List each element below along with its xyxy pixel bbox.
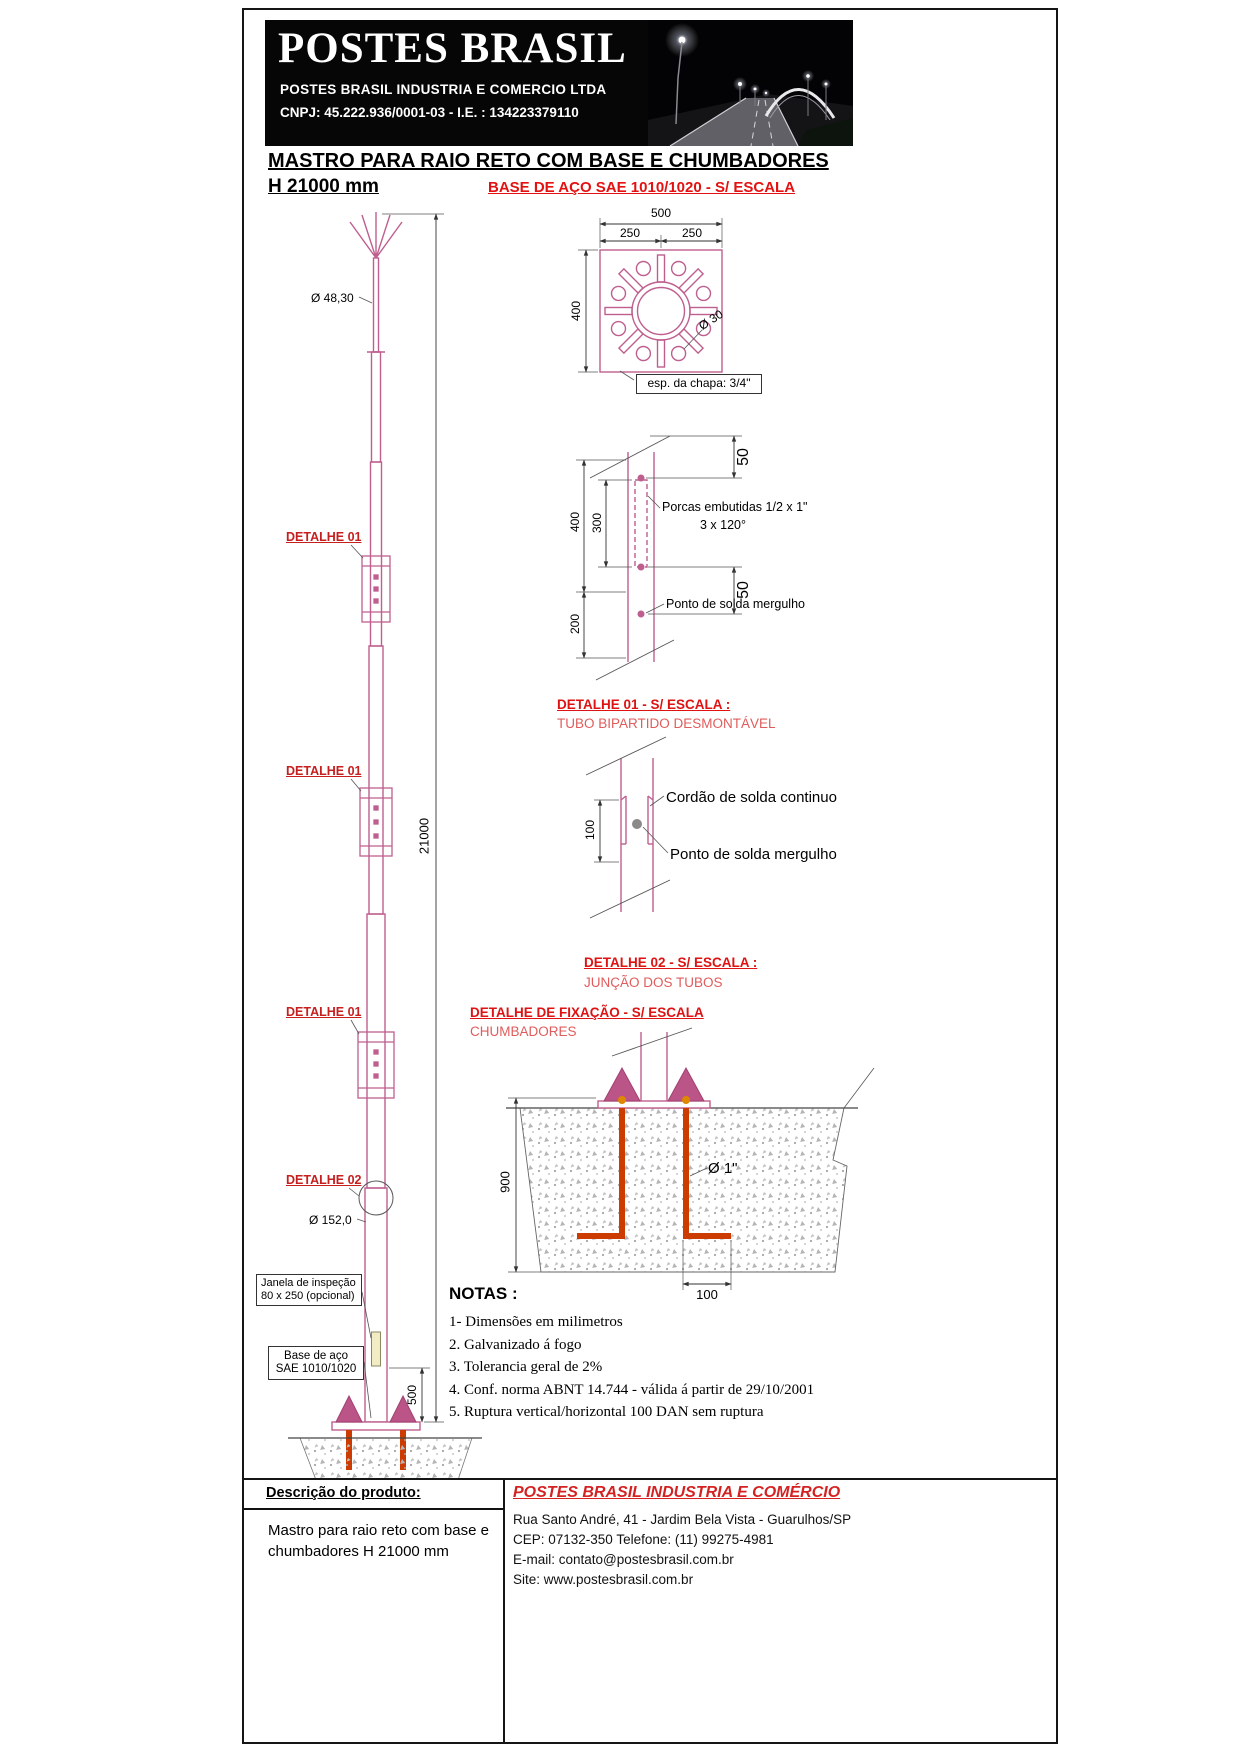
description-title: Descrição do produto: — [244, 1480, 503, 1510]
height-spec: H 21000 mm — [268, 176, 379, 197]
footer-site: Site: www.postesbrasil.com.br — [513, 1572, 694, 1587]
plate-depth-dim: 400 — [569, 300, 583, 322]
page-border — [242, 8, 1058, 1744]
leg-length-dim: 100 — [696, 1287, 718, 1302]
notes-section: NOTAS : 1- Dimensões em milimetros 2. Ga… — [449, 1284, 814, 1424]
nuts-angle-label: 3 x 120° — [700, 518, 747, 532]
fixation-title: DETALHE DE FIXAÇÃO - S/ ESCALA — [470, 1005, 704, 1020]
detail02-callout: DETALHE 02 — [286, 1173, 362, 1187]
total-height-dim: 21000 — [416, 817, 432, 855]
inspection-label-line2: 80 x 250 (opcional) — [261, 1290, 355, 1302]
detail02-subtitle: JUNÇÃO DOS TUBOS — [584, 975, 723, 990]
detail02-dim-100: 100 — [583, 819, 597, 841]
footer-divider — [503, 1480, 505, 1742]
road — [670, 98, 798, 146]
footer-separator — [244, 1478, 1056, 1480]
detail01-callout-1: DETALHE 01 — [286, 530, 362, 544]
detail01-dim-300: 300 — [590, 512, 604, 534]
base-height-dim: 500 — [405, 1384, 419, 1406]
description-text: Mastro para raio reto com base e chumbad… — [268, 1522, 489, 1560]
company-logo: POSTES BRASIL — [278, 25, 627, 72]
footer-email: E-mail: contato@postesbrasil.com.br — [513, 1552, 734, 1567]
company-name: POSTES BRASIL INDUSTRIA E COMERCIO LTDA — [280, 82, 607, 97]
base-steel-line1: Base de aço — [284, 1350, 348, 1362]
footer-cep-phone: CEP: 07132-350 Telefone: (11) 99275-4981 — [513, 1532, 774, 1547]
streetlight-pole — [675, 41, 683, 125]
weld-spot-label-d2: Ponto de solda mergulho — [670, 846, 837, 863]
nuts-label: Porcas embutidas 1/2 x 1" — [662, 500, 808, 514]
detail01-dim-400: 400 — [568, 511, 582, 533]
plate-half-left-dim: 250 — [619, 226, 641, 240]
streetlight-lamp — [678, 36, 686, 44]
notes-title: NOTAS : — [449, 1284, 518, 1303]
note-item-1: 1- Dimensões em milimetros — [449, 1314, 623, 1330]
detail01-dim-50-top: 50 — [735, 448, 752, 466]
header-photo — [648, 20, 853, 146]
top-diameter-label: Ø 48,30 — [311, 291, 354, 305]
note-item-2: 2. Galvanizado á fogo — [449, 1336, 582, 1353]
bolt-diameter-label: Ø 1" — [708, 1160, 738, 1177]
base-steel-line2: SAE 1010/1020 — [275, 1363, 357, 1375]
inspection-label-line1: Janela de inspeção — [261, 1277, 356, 1289]
note-item-5: 5. Ruptura vertical/horizontal 100 DAN s… — [449, 1404, 764, 1420]
fixation-subtitle: CHUMBADORES — [470, 1024, 577, 1039]
bottom-diameter-label: Ø 152,0 — [309, 1213, 352, 1227]
company-cnpj: CNPJ: 45.222.936/0001-03 - I.E. : 134223… — [280, 105, 579, 120]
note-item-4: 4. Conf. norma ABNT 14.744 - válida á pa… — [449, 1381, 815, 1398]
detail01-title: DETALHE 01 - S/ ESCALA : — [557, 697, 731, 712]
inspection-window-label-box: Janela de inspeção 80 x 250 (opcional) — [256, 1274, 362, 1306]
plate-width-dim: 500 — [650, 206, 672, 220]
footer-address: Rua Santo André, 41 - Jardim Bela Vista … — [513, 1512, 852, 1527]
page-title: MASTRO PARA RAIO RETO COM BASE E CHUMBAD… — [268, 150, 829, 172]
plate-half-right-dim: 250 — [681, 226, 703, 240]
detail01-dim-200: 200 — [568, 613, 582, 635]
detail01-callout-3: DETALHE 01 — [286, 1005, 362, 1019]
detail01-subtitle: TUBO BIPARTIDO DESMONTÁVEL — [557, 716, 776, 731]
plate-thickness-box: esp. da chapa: 3/4" — [636, 374, 762, 394]
base-steel-label-box: Base de aço SAE 1010/1020 — [268, 1346, 364, 1380]
note-item-3: 3. Tolerancia geral de 2% — [449, 1359, 603, 1375]
embed-depth-dim: 900 — [497, 1171, 513, 1193]
detail01-callout-2: DETALHE 01 — [286, 764, 362, 778]
weld-spot-label-d1: Ponto de solda mergulho — [666, 597, 805, 611]
detail02-title: DETALHE 02 - S/ ESCALA : — [584, 955, 758, 970]
footer-company: POSTES BRASIL INDUSTRIA E COMÉRCIO — [513, 1484, 841, 1501]
base-spec-title: BASE DE AÇO SAE 1010/1020 - S/ ESCALA — [488, 179, 796, 196]
header-banner: POSTES BRASIL POSTES BRASIL INDUSTRIA E … — [265, 20, 853, 146]
weld-continuous-label: Cordão de solda continuo — [666, 789, 837, 806]
